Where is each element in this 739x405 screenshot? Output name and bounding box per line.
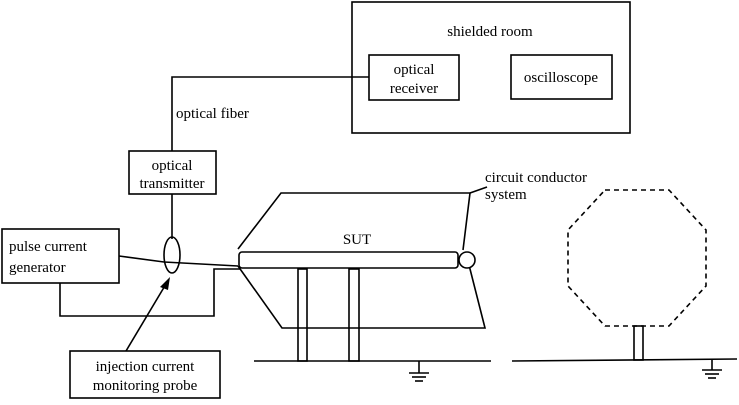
ground-symbol-icon <box>409 361 429 382</box>
optical-fiber-line <box>171 76 369 151</box>
generator-return-wire <box>59 268 240 317</box>
shielded-room-box <box>351 1 631 134</box>
probe-pointer-arrowhead <box>160 277 170 290</box>
loop-support-post <box>633 325 644 361</box>
optical-receiver-label-line1: optical <box>394 62 435 78</box>
optical-transmitter-label-line1: optical <box>152 158 193 174</box>
support-post-right <box>348 268 360 362</box>
optical-fiber-label: optical fiber <box>176 106 249 122</box>
optical-receiver-label-line2: receiver <box>390 81 438 97</box>
conductor-frame-bottom <box>237 264 487 329</box>
shielded-room-label: shielded room <box>447 24 533 40</box>
conductor-frame-top <box>237 192 471 251</box>
sut-label: SUT <box>343 232 371 248</box>
ground-symbol-icon <box>702 359 722 379</box>
probe-pointer-line <box>125 283 167 352</box>
oscilloscope-box <box>510 54 613 100</box>
support-post-left <box>297 268 308 362</box>
sut-cable <box>238 251 459 269</box>
current-probe-ellipse <box>163 236 181 274</box>
conductor-leader-line <box>469 186 488 194</box>
probe-label-line2: monitoring probe <box>93 378 198 394</box>
oscilloscope-label: oscilloscope <box>524 70 598 86</box>
circuit-conductor-label-line2: system <box>485 187 527 203</box>
dashed-octagon-loop <box>567 189 707 327</box>
optical-transmitter-label-line2: transmitter <box>140 176 205 192</box>
pulse-generator-label-line2: generator <box>9 260 66 276</box>
pulse-generator-label-line1: pulse current <box>9 239 88 255</box>
probe-label-line1: injection current <box>96 359 196 375</box>
ground-plane-right <box>511 358 738 362</box>
generator-to-probe-wire <box>118 255 239 267</box>
probe-label-box <box>69 350 221 399</box>
circuit-conductor-label-line1: circuit conductor <box>485 170 587 186</box>
cable-end-terminal <box>458 251 476 269</box>
